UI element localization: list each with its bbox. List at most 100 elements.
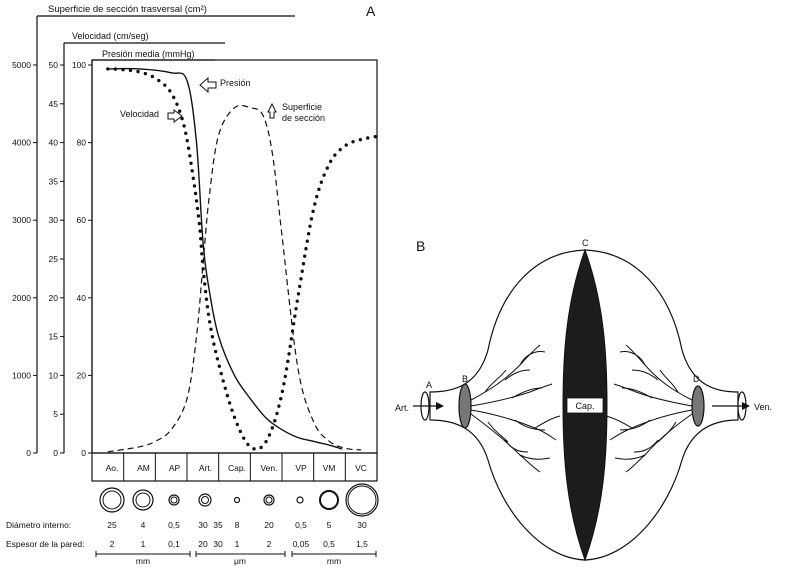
wall-art-1: 20 <box>198 539 208 549</box>
diameter-ao: 25 <box>107 520 117 530</box>
area-tick-label-0: 0 <box>26 448 31 458</box>
velocity-tick-label-45: 45 <box>49 99 59 109</box>
wall-art-2: 30 <box>213 539 223 549</box>
diameter-art-2: 35 <box>213 520 223 530</box>
area-axis-label: Superficie de sección trasversal (cm²) <box>48 4 207 15</box>
category-row-frame <box>91 452 378 482</box>
area-tick-label-4000: 4000 <box>12 138 31 148</box>
arterial-flow-arrow-icon <box>436 402 444 410</box>
disc-b <box>458 383 472 429</box>
pressure-tick-label-60: 60 <box>77 215 87 225</box>
category-row: Ao. AM AP Art. Cap. Ven. VP VM VC <box>91 452 378 482</box>
diameter-vc: 30 <box>357 520 367 530</box>
pressure-tick-label-80: 80 <box>77 138 87 148</box>
category-dividers <box>123 453 346 481</box>
velocity-tick-label-0: 0 <box>53 448 58 458</box>
arterial-branching <box>470 344 561 473</box>
velocity-tick-label-35: 35 <box>49 176 59 186</box>
velocity-tick-label-5: 5 <box>53 409 58 419</box>
pressure-axis-ticks: 0 20 40 60 80 100 <box>72 60 92 458</box>
pressure-axis-label: Presión media (mmHg) <box>102 49 195 59</box>
unit-mm-arteries: mm <box>136 556 150 566</box>
category-am: AM <box>137 463 150 473</box>
category-ven: Ven. <box>260 463 277 473</box>
vessel-cap-icon <box>233 496 241 504</box>
diameter-ap: 0,5 <box>168 520 180 530</box>
wall-cap: 1 <box>235 539 240 549</box>
vessel-ap-icon <box>168 494 180 506</box>
diameter-row: Diámetro interno: 25 4 0,5 30 35 8 20 0,… <box>6 520 367 530</box>
velocity-tick-label-40: 40 <box>49 138 59 148</box>
panel-a: A Superficie de sección trasversal (cm²)… <box>6 3 379 566</box>
velocity-tick-label-10: 10 <box>49 370 59 380</box>
wall-vc: 1,5 <box>356 539 368 549</box>
annotation-presion-label: Presión <box>220 78 251 88</box>
category-art: Art. <box>199 463 212 473</box>
unit-mm-veins: mm <box>327 556 341 566</box>
wall-ap: 0,1 <box>168 539 180 549</box>
panel-b-label: B <box>416 238 425 254</box>
vessel-art-icon <box>198 493 212 507</box>
series-presion <box>107 67 343 450</box>
panel-a-label: A <box>366 3 376 19</box>
category-vc: VC <box>355 463 367 473</box>
label-b: B <box>462 374 468 384</box>
pressure-tick-label-40: 40 <box>77 293 87 303</box>
pressure-tick-label-20: 20 <box>77 370 87 380</box>
annotation-velocidad: Velocidad <box>120 109 183 123</box>
vessel-cross-sections <box>99 483 379 517</box>
velocity-tick-label-15: 15 <box>49 332 59 342</box>
annotation-presion: Presión <box>199 76 251 94</box>
wall-row-label: Espesor de la pared: <box>6 539 84 549</box>
velocity-tick-label-50: 50 <box>49 60 59 70</box>
wall-am: 1 <box>141 539 146 549</box>
pressure-tick-label-100: 100 <box>72 60 86 70</box>
venous-flow-arrow-icon <box>742 402 750 410</box>
venous-branching <box>605 344 693 473</box>
category-ao: Ao. <box>106 463 119 473</box>
velocity-axis-label: Velocidad (cm/seg) <box>72 31 149 41</box>
wall-vm: 0,5 <box>323 539 335 549</box>
label-c: C <box>582 238 589 248</box>
diameter-ven: 20 <box>264 520 274 530</box>
category-ap: AP <box>169 463 181 473</box>
unit-um-microvessels: μm <box>234 556 246 566</box>
unit-brackets: mm μm mm <box>95 551 377 566</box>
superficie-arrow-icon <box>267 102 277 119</box>
diameter-am: 4 <box>141 520 146 530</box>
velocidad-arrow-icon <box>167 109 183 123</box>
label-ven: Ven. <box>754 402 772 412</box>
category-vm: VM <box>323 463 336 473</box>
disc-d <box>691 385 705 427</box>
wall-row: Espesor de la pared: 2 1 0,1 20 30 1 2 0… <box>6 539 368 549</box>
diameter-row-label: Diámetro interno: <box>6 520 71 530</box>
vessel-ao-icon <box>99 487 125 513</box>
area-tick-label-1000: 1000 <box>12 370 31 380</box>
annotation-superficie-label-1: Superficie <box>282 102 322 112</box>
series-velocidad <box>106 67 379 451</box>
panel-b: B <box>395 238 772 562</box>
presion-arrow-icon <box>199 76 217 94</box>
annotation-superficie: Superficie de sección <box>267 102 325 123</box>
diameter-art-1: 30 <box>198 520 208 530</box>
wall-ven: 2 <box>267 539 272 549</box>
label-a: A <box>426 380 432 390</box>
velocity-tick-label-25: 25 <box>49 254 59 264</box>
annotation-velocidad-label: Velocidad <box>120 109 159 119</box>
vessel-am-icon <box>132 489 154 511</box>
pressure-tick-label-0: 0 <box>81 448 86 458</box>
category-vp: VP <box>295 463 307 473</box>
velocity-tick-label-20: 20 <box>49 293 59 303</box>
annotation-superficie-label-2: de sección <box>282 113 325 123</box>
series-superficie-de-seccion <box>107 104 362 453</box>
diameter-vm: 5 <box>327 520 332 530</box>
vessel-ven-icon <box>263 494 275 506</box>
diameter-cap: 8 <box>235 520 240 530</box>
wall-ao: 2 <box>110 539 115 549</box>
label-d: D <box>693 374 700 384</box>
label-art: Art. <box>395 403 409 413</box>
diameter-vp: 0,5 <box>295 520 307 530</box>
